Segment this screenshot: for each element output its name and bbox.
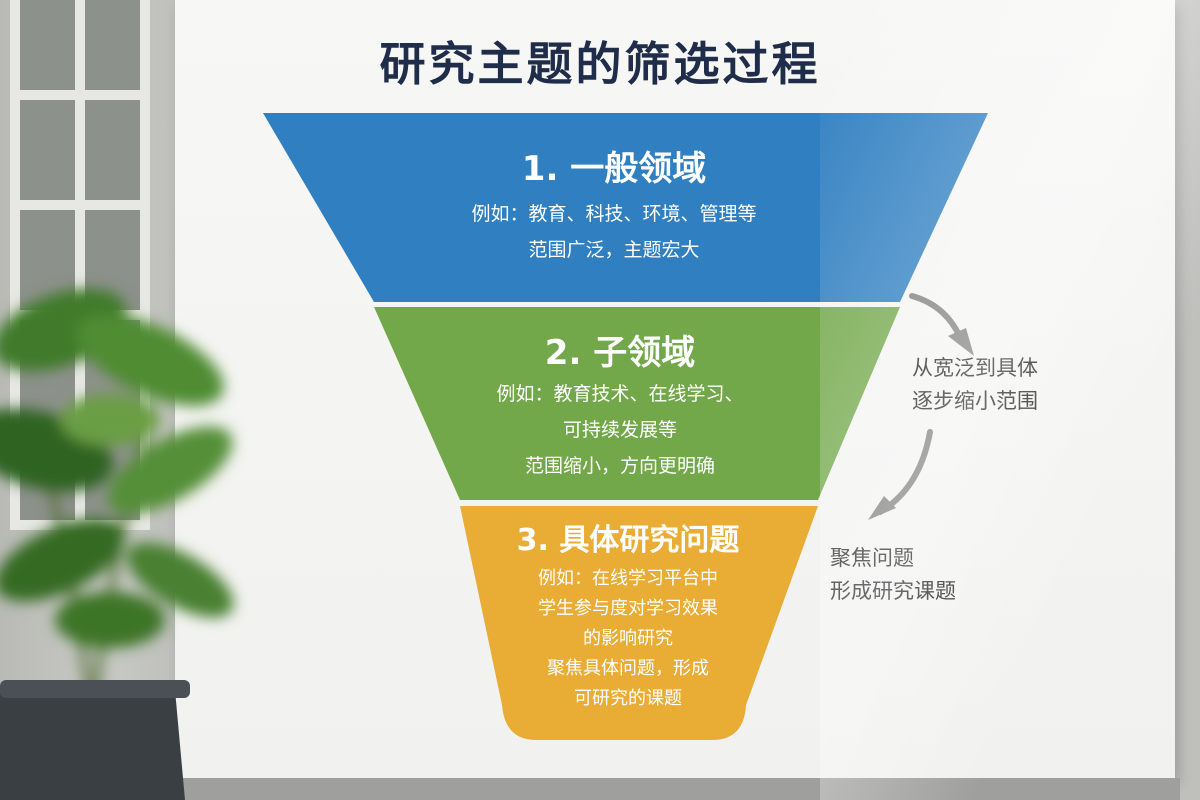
plant-leaf — [60, 394, 160, 446]
arrow-head-icon — [948, 328, 974, 356]
stage-example: 例如：教育、科技、环境、管理等 — [471, 203, 757, 225]
side-note-focus: 聚焦问题 形成研究课题 — [830, 542, 956, 608]
side-note-line: 从宽泛到具体 — [912, 356, 1038, 380]
arrow-head-icon — [868, 496, 896, 520]
plant-pot-rim — [0, 680, 190, 698]
window-mullion — [75, 0, 85, 520]
potted-plant — [0, 288, 234, 800]
stage-description: 范围缩小，方向更明确 — [524, 455, 715, 477]
side-note-line: 形成研究课题 — [830, 579, 956, 603]
stage-description: 范围广泛，主题宏大 — [528, 239, 700, 261]
funnel-stage-1: 1. 一般领域 例如：教育、科技、环境、管理等 范围广泛，主题宏大 — [374, 148, 854, 268]
funnel-stage-1-band — [263, 113, 988, 302]
diagram-title: 研究主题的筛选过程 — [379, 37, 821, 91]
plant-leaf — [76, 314, 224, 406]
stage-heading: 3. 具体研究问题 — [516, 523, 740, 558]
funnel-stage-3: 3. 具体研究问题 例如：在线学习平台中 学生参与度对学习效果 的影响研究 聚焦… — [478, 522, 778, 714]
stage-example-continued: 学生参与度对学习效果 — [538, 598, 718, 619]
poster-board-edge — [170, 778, 1180, 800]
stage-example-continued: 的影响研究 — [583, 628, 673, 649]
plant-leaf — [126, 542, 234, 618]
stage-example-continued: 可持续发展等 — [562, 419, 677, 441]
stage-example: 例如：在线学习平台中 — [538, 568, 718, 589]
stage-description: 聚焦具体问题，形成 — [547, 658, 709, 679]
stage-example: 例如：教育技术、在线学习、 — [496, 383, 744, 405]
background-wall-right — [1175, 0, 1200, 800]
stage-heading: 1. 一般领域 — [521, 149, 707, 189]
plant-leaf — [0, 518, 125, 602]
side-note-line: 聚焦问题 — [830, 546, 914, 570]
stage-description-continued: 可研究的课题 — [574, 688, 682, 709]
plant-leaf — [55, 592, 165, 648]
side-note-line: 逐步缩小范围 — [912, 389, 1038, 413]
stage-heading: 2. 子领域 — [544, 333, 696, 373]
funnel-stage-2-band — [374, 307, 900, 500]
plant-pot — [0, 690, 185, 800]
plant-leaf — [107, 426, 233, 514]
side-note-narrowing: 从宽泛到具体 逐步缩小范围 — [912, 352, 1038, 418]
funnel-stage-3-band — [460, 506, 818, 740]
funnel-stage-2: 2. 子领域 例如：教育技术、在线学习、 可持续发展等 范围缩小，方向更明确 — [405, 332, 835, 484]
